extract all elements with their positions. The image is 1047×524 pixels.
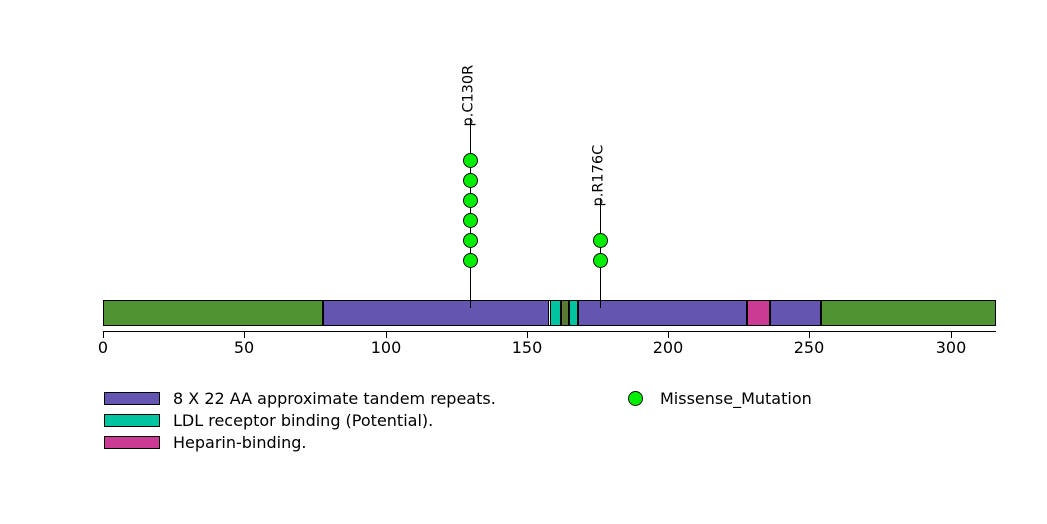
axis-tick-label: 250 — [793, 338, 825, 357]
domain-block — [103, 300, 324, 326]
axis-tick — [103, 331, 104, 338]
axis-tick — [244, 331, 245, 338]
mutation-label: p.R176C — [590, 144, 607, 207]
legend-item-label: 8 X 22 AA approximate tandem repeats. — [173, 388, 496, 408]
mutation-dot[interactable] — [463, 232, 478, 248]
mutation-dot[interactable] — [463, 252, 478, 268]
axis-tick — [527, 331, 528, 338]
mutation-dot[interactable] — [463, 212, 478, 228]
domain-block — [577, 300, 748, 326]
domain-block — [560, 300, 570, 326]
mutation-legend-label: Missense_Mutation — [660, 388, 812, 408]
legend-color-swatch — [104, 392, 160, 405]
legend-color-swatch — [104, 414, 160, 427]
domain-block — [769, 300, 821, 326]
domain-block — [569, 300, 578, 326]
mutation-legend-item[interactable]: Missense_Mutation — [628, 389, 812, 408]
axis-tick-label: 100 — [370, 338, 402, 357]
domain-block — [549, 300, 561, 326]
legend-mutation-dot — [628, 391, 643, 406]
domain-legend-item[interactable]: LDL receptor binding (Potential). — [104, 411, 433, 430]
axis-tick-label: 0 — [97, 338, 109, 357]
domain-block — [323, 300, 550, 326]
legend-item-label: LDL receptor binding (Potential). — [173, 410, 434, 430]
legend-color-swatch — [104, 436, 160, 449]
legend-item-label: Heparin-binding. — [173, 432, 307, 452]
mutation-dot[interactable] — [593, 252, 608, 268]
axis-tick — [809, 331, 810, 338]
axis-tick — [668, 331, 669, 338]
axis-tick-label: 150 — [511, 338, 543, 357]
axis-tick-label: 50 — [233, 338, 255, 357]
x-axis-line — [103, 331, 996, 332]
domain-legend-item[interactable]: Heparin-binding. — [104, 433, 307, 452]
mutation-dot[interactable] — [463, 192, 478, 208]
domain-block — [820, 300, 996, 326]
axis-tick-label: 300 — [935, 338, 967, 357]
axis-tick — [386, 331, 387, 338]
mutation-dot[interactable] — [463, 172, 478, 188]
mutation-dot[interactable] — [463, 152, 478, 168]
mutation-dot[interactable] — [593, 232, 608, 248]
axis-tick-label: 200 — [652, 338, 684, 357]
domain-block — [747, 300, 770, 326]
axis-tick — [951, 331, 952, 338]
mutation-label: p.C130R — [460, 64, 477, 127]
domain-legend-item[interactable]: 8 X 22 AA approximate tandem repeats. — [104, 389, 496, 408]
